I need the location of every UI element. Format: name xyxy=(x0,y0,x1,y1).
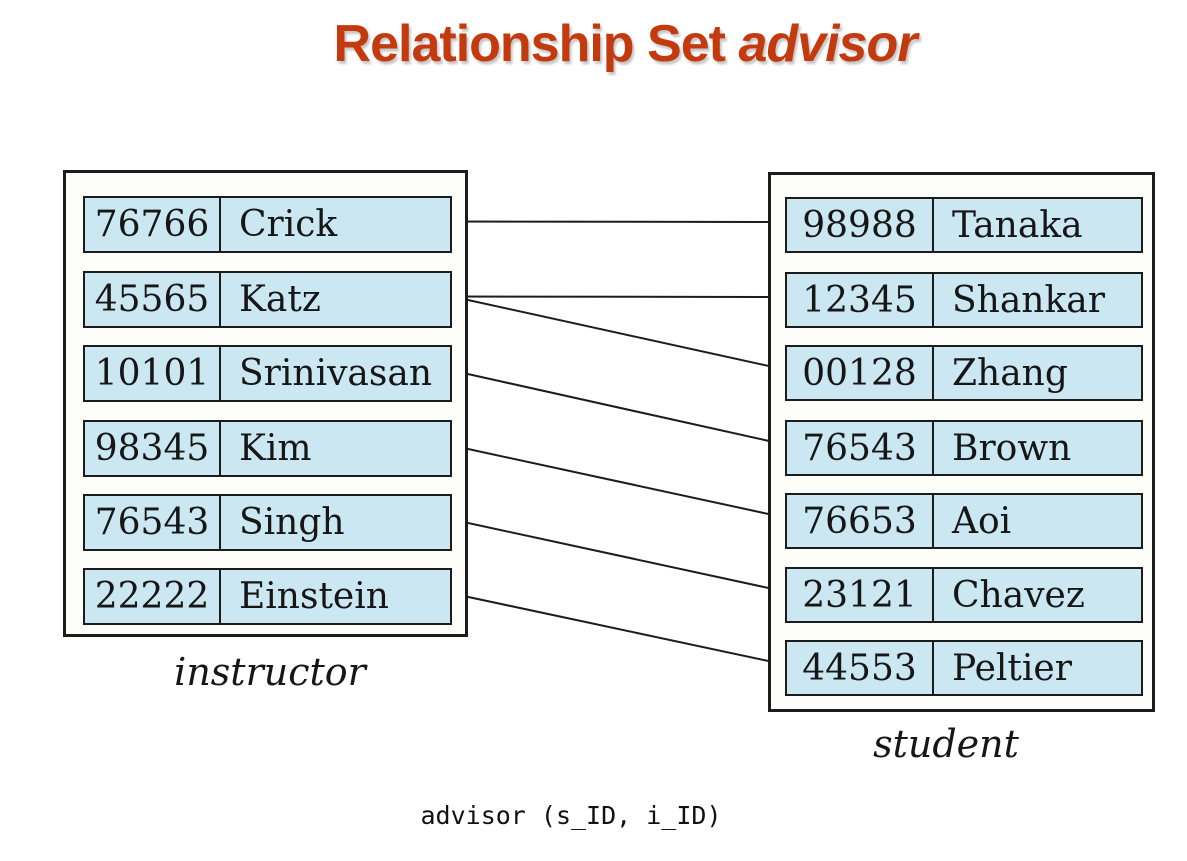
instructor-id-cell: 22222 xyxy=(94,576,210,617)
connection-line xyxy=(451,444,788,519)
student-row: 44553 Peltier xyxy=(785,640,1143,696)
student-id-cell: 00128 xyxy=(802,352,917,394)
student-id-cell: 23121 xyxy=(802,574,917,616)
instructor-row: 76543 Singh xyxy=(83,494,452,551)
instructor-name-cell: Crick xyxy=(219,198,450,251)
slide-title-text: Relationship Set xyxy=(333,15,726,73)
slide-title-emphasis: advisor xyxy=(738,15,917,73)
student-row: 12345 Shankar xyxy=(785,272,1143,328)
student-id-cell: 98988 xyxy=(802,204,917,246)
instructor-name-cell: Katz xyxy=(219,273,450,326)
instructor-name-cell: Kim xyxy=(219,422,450,475)
student-name-cell: Tanaka xyxy=(932,199,1141,251)
connection-line xyxy=(451,295,788,371)
connection-line xyxy=(451,518,788,593)
student-row: 76653 Aoi xyxy=(785,493,1143,549)
instructor-row: 98345 Kim xyxy=(83,420,452,477)
connection-line xyxy=(451,592,788,666)
instructor-row: 10101 Srinivasan xyxy=(83,345,452,402)
student-name-cell: Shankar xyxy=(932,274,1141,326)
instructor-id-cell: 45565 xyxy=(94,279,210,320)
instructor-entity-box: 76766 Crick 45565 Katz 10101 Srinivasan … xyxy=(63,170,468,637)
instructor-name-cell: Singh xyxy=(219,496,450,549)
student-row: 98988 Tanaka xyxy=(785,197,1143,253)
student-row: 00128 Zhang xyxy=(785,345,1143,401)
connection-line xyxy=(451,369,788,446)
student-name-cell: Brown xyxy=(932,422,1141,474)
student-id-cell: 44553 xyxy=(802,647,917,689)
student-row: 23121 Chavez xyxy=(785,567,1143,623)
instructor-id-cell: 98345 xyxy=(94,428,210,469)
instructor-row: 45565 Katz xyxy=(83,271,452,328)
instructor-name-cell: Einstein xyxy=(219,570,450,623)
instructor-row: 22222 Einstein xyxy=(83,568,452,625)
instructor-id-cell: 76766 xyxy=(94,204,210,245)
student-name-cell: Chavez xyxy=(932,569,1141,621)
instructor-id-cell: 10101 xyxy=(94,353,210,394)
connection-line xyxy=(451,220,788,223)
advisor-caption: advisor (s_ID, i_ID) xyxy=(420,801,722,830)
instructor-name-cell: Srinivasan xyxy=(219,347,450,400)
student-id-cell: 12345 xyxy=(802,279,917,321)
connection-line xyxy=(451,295,788,298)
student-name-cell: Peltier xyxy=(932,642,1141,694)
student-id-cell: 76543 xyxy=(802,427,917,469)
student-entity-box: 98988 Tanaka 12345 Shankar 00128 Zhang 7… xyxy=(768,172,1155,712)
instructor-row: 76766 Crick xyxy=(83,196,452,253)
student-name-cell: Aoi xyxy=(932,495,1141,547)
instructor-label: instructor xyxy=(174,650,366,694)
student-name-cell: Zhang xyxy=(932,347,1141,399)
instructor-id-cell: 76543 xyxy=(94,502,210,543)
student-id-cell: 76653 xyxy=(802,500,917,542)
student-row: 76543 Brown xyxy=(785,420,1143,476)
student-label: student xyxy=(873,722,1019,766)
